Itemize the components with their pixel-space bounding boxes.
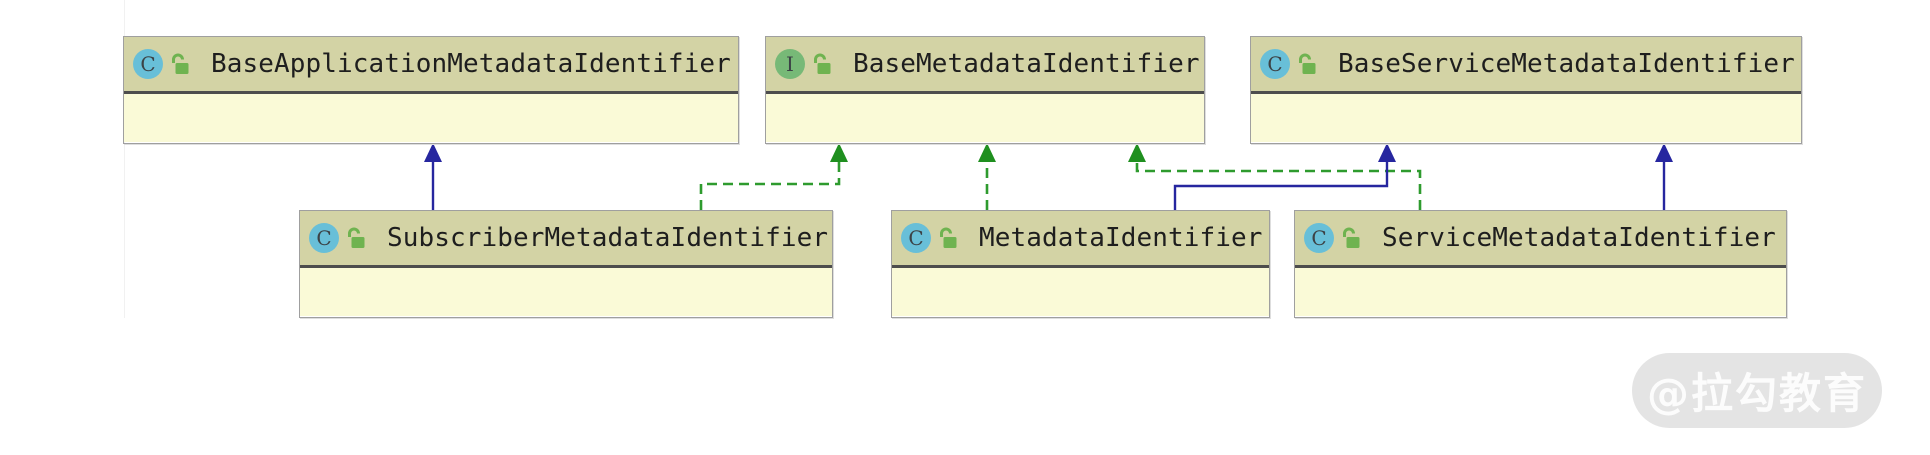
watermark-text: @拉勾教育 xyxy=(1646,369,1867,418)
class-name: SubscriberMetadataIdentifier xyxy=(387,223,829,253)
public-lock-icon xyxy=(346,227,365,250)
edge-service-extends-baseservice xyxy=(1655,143,1673,210)
class-icon: C xyxy=(1304,223,1334,253)
class-node-header: C BaseServiceMetadataIdentifier xyxy=(1251,37,1801,94)
canvas-edge-line xyxy=(124,0,125,318)
class-node-header: C SubscriberMetadataIdentifier xyxy=(300,211,832,268)
public-lock-icon xyxy=(1297,53,1316,76)
class-icon: C xyxy=(133,49,163,79)
class-name: BaseServiceMetadataIdentifier xyxy=(1338,49,1795,79)
class-name: BaseApplicationMetadataIdentifier xyxy=(211,49,731,79)
interface-node-base-metadata-identifier[interactable]: I BaseMetadataIdentifier xyxy=(765,36,1205,144)
class-node-base-application-metadata-identifier[interactable]: C BaseApplicationMetadataIdentifier xyxy=(123,36,739,144)
class-name: MetadataIdentifier xyxy=(979,223,1263,253)
class-node-header: C BaseApplicationMetadataIdentifier xyxy=(124,37,738,94)
class-node-body xyxy=(892,268,1269,316)
class-node-body xyxy=(124,94,738,142)
class-node-body xyxy=(766,94,1204,142)
class-node-header: I BaseMetadataIdentifier xyxy=(766,37,1204,94)
class-name: ServiceMetadataIdentifier xyxy=(1382,223,1776,253)
watermark-badge: @拉勾教育 xyxy=(1632,353,1882,428)
class-node-body xyxy=(300,268,832,316)
edge-service-implements-basemetadata xyxy=(1128,143,1422,210)
class-node-body xyxy=(1295,268,1786,316)
class-icon: C xyxy=(1260,49,1290,79)
public-lock-icon xyxy=(1341,227,1360,250)
class-node-subscriber-metadata-identifier[interactable]: C SubscriberMetadataIdentifier xyxy=(299,210,833,318)
class-node-header: C MetadataIdentifier xyxy=(892,211,1269,268)
class-icon: C xyxy=(901,223,931,253)
edge-subscriber-extends-baseapplication xyxy=(424,143,442,210)
class-name: BaseMetadataIdentifier xyxy=(853,49,1200,79)
public-lock-icon xyxy=(170,53,189,76)
class-node-body xyxy=(1251,94,1801,142)
public-lock-icon xyxy=(938,227,957,250)
public-lock-icon xyxy=(812,53,831,76)
class-node-header: C ServiceMetadataIdentifier xyxy=(1295,211,1786,268)
class-icon: C xyxy=(309,223,339,253)
class-node-metadata-identifier[interactable]: C MetadataIdentifier xyxy=(891,210,1270,318)
edge-metadata-extends-baseservice xyxy=(1173,143,1396,210)
interface-icon: I xyxy=(775,49,805,79)
edge-metadata-implements-basemetadata xyxy=(978,143,996,210)
class-node-service-metadata-identifier[interactable]: C ServiceMetadataIdentifier xyxy=(1294,210,1787,318)
class-node-base-service-metadata-identifier[interactable]: C BaseServiceMetadataIdentifier xyxy=(1250,36,1802,144)
edge-subscriber-implements-basemetadata xyxy=(699,143,848,210)
